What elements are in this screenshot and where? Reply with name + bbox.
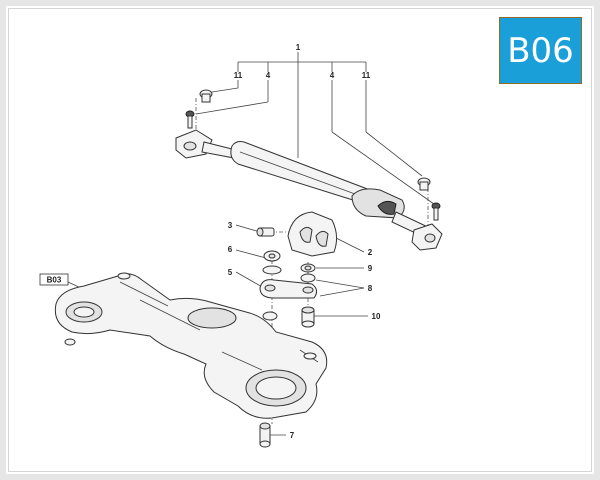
fasteners-top [185,89,441,221]
damper-bracket [287,211,338,257]
callout-9: 9 [368,264,373,273]
nut-6 [262,250,282,275]
bolt-3 [256,227,275,237]
section-code: B06 [507,30,574,71]
bushing-8 [300,273,316,283]
diagram-inner-border [8,8,592,472]
link-arm-5 [259,279,318,299]
callout-4-right: 4 [330,71,335,80]
steering-damper [175,129,443,251]
callout-10: 10 [372,312,381,321]
bolt-7 [259,422,271,448]
callout-8: 8 [368,284,373,293]
reference-label-b03: B03 [39,273,69,286]
callout-2: 2 [368,248,373,257]
callout-3: 3 [228,221,233,230]
triple-clamp [54,272,328,419]
callout-4-left: 4 [266,71,271,80]
callout-11-right: 11 [362,71,371,80]
callout-11-left: 11 [234,71,243,80]
washer-9 [300,263,316,273]
callout-7: 7 [290,431,295,440]
spacer-10 [301,306,315,328]
section-badge: B06 [499,17,582,84]
washer-lower [262,311,278,321]
callout-6: 6 [228,245,233,254]
callout-leaders [67,52,435,436]
callout-numbers: 1 11 4 4 11 3 2 6 9 5 8 10 7 [228,43,381,440]
reference-label-text: B03 [47,276,62,285]
callout-1: 1 [296,43,301,52]
callout-5: 5 [228,268,233,277]
